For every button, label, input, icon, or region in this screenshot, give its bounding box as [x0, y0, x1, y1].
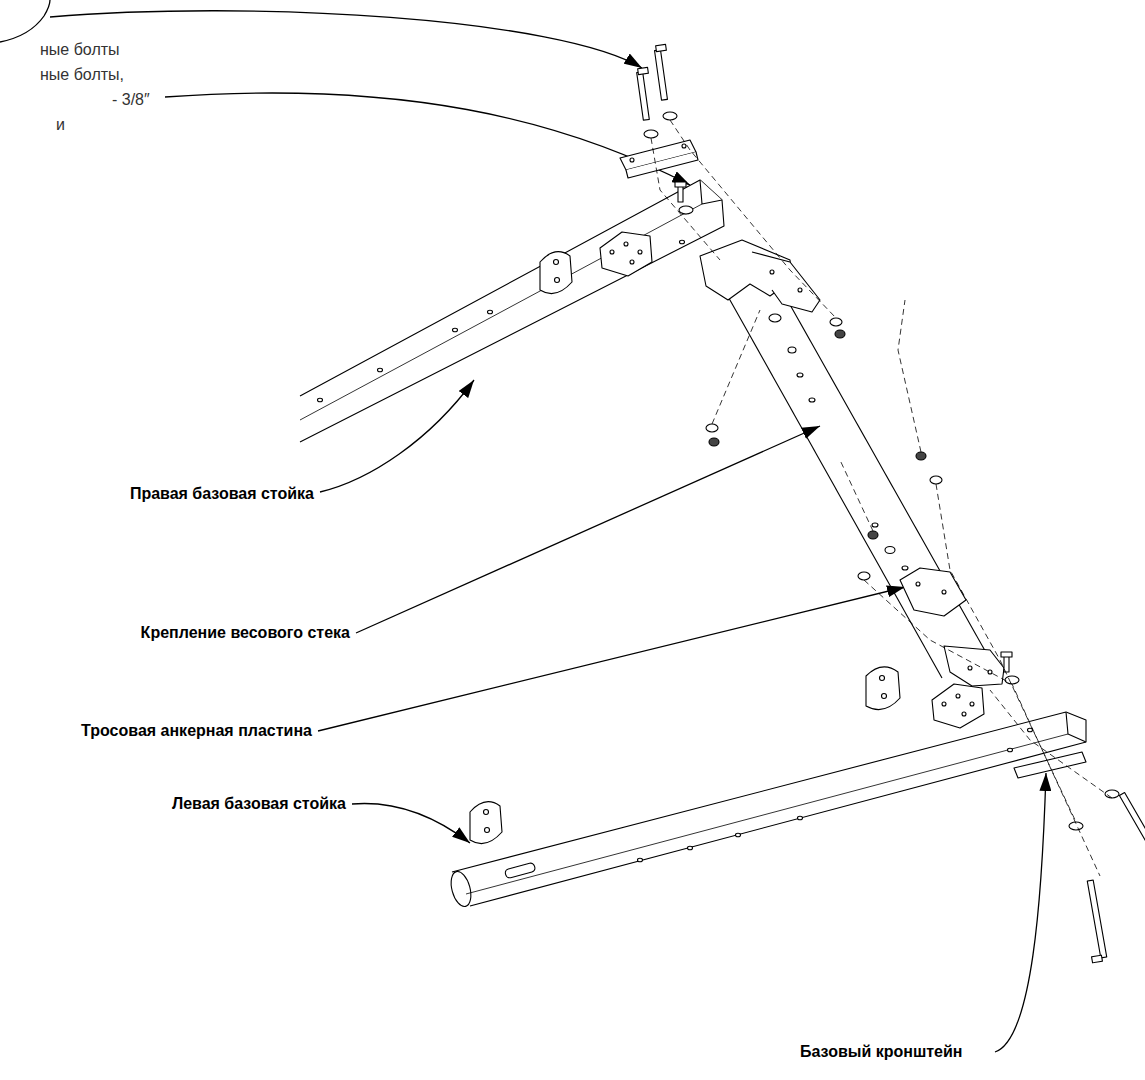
- assembly-lines: [651, 120, 1112, 876]
- left-base-post: [448, 667, 1086, 909]
- callout-bubble: [0, 0, 50, 42]
- base-bracket-and-bolts: [1001, 652, 1145, 963]
- note-text: ные болты: [40, 40, 120, 59]
- leader-line: [356, 426, 820, 633]
- note-text: ные болты,: [40, 65, 124, 84]
- leader-line: [50, 11, 642, 68]
- part-label: Левая базовая стойка: [172, 794, 346, 813]
- right-base-post: [300, 180, 724, 442]
- part-label: Базовый кронштейн: [800, 1042, 963, 1061]
- note-text: - 3/8″: [112, 90, 150, 109]
- leader-line: [318, 587, 905, 731]
- weight-stack-mount: [700, 240, 1004, 686]
- leader-line: [995, 773, 1046, 1052]
- leader-line: [352, 803, 470, 843]
- leader-line: [165, 93, 690, 185]
- note-text: и: [56, 115, 65, 134]
- part-label: Крепление весового стека: [141, 623, 350, 642]
- part-label: Тросовая анкерная пластина: [81, 721, 312, 740]
- top-plate-and-bolts: [620, 44, 942, 580]
- part-label: Правая базовая стойка: [130, 484, 314, 503]
